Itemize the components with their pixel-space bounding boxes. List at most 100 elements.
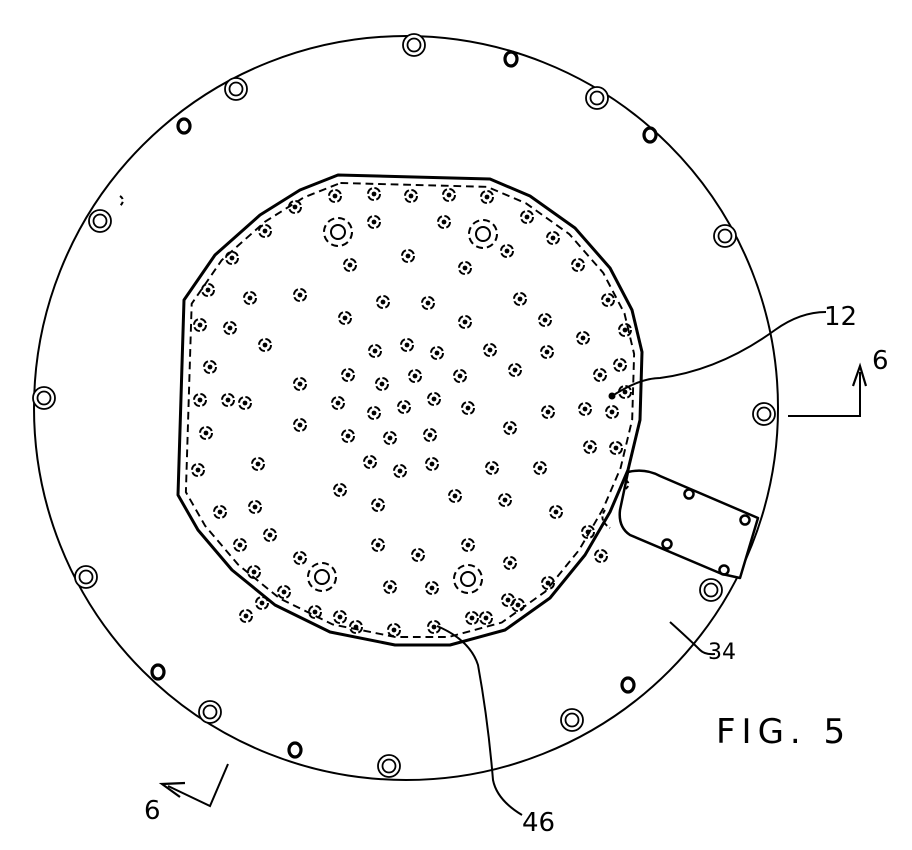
hole-dashed-ring [201, 283, 215, 297]
hole-center-dot [462, 319, 468, 325]
hole-dashed-ring [427, 392, 441, 406]
hole-dashed-ring [437, 215, 451, 229]
hole-dashed-ring [618, 323, 632, 337]
hole-dashed-ring [255, 596, 269, 610]
perforation-hole [199, 426, 213, 440]
hole-center-dot [465, 405, 471, 411]
bolt-inner-ring [564, 712, 580, 728]
bolt-outer-ring [377, 754, 401, 778]
hole-center-dot [297, 422, 303, 428]
hole-dashed-ring [258, 338, 272, 352]
hole-dashed-ring [371, 498, 385, 512]
hole-center-dot [412, 373, 418, 379]
hidden-bolt-outline [623, 479, 630, 491]
hole-dashed-ring [425, 581, 439, 595]
perforation-hole [258, 224, 272, 238]
hole-center-dot [537, 465, 543, 471]
hole-center-dot [292, 204, 298, 210]
hole-dashed-ring [503, 421, 517, 435]
bolt-inner-ring [78, 569, 94, 585]
leader-line-34 [669, 621, 716, 656]
perforation-hole [191, 463, 205, 477]
perforation-hole [498, 493, 512, 507]
hole-dashed-ring [425, 457, 439, 471]
section-arrow-left-line [167, 763, 229, 808]
perforation-hole [408, 369, 422, 383]
perforation-hole [383, 580, 397, 594]
perforation-hole [425, 457, 439, 471]
perforation-hole [201, 283, 215, 297]
flange-bolt-double [713, 224, 737, 248]
hole-dashed-ring [213, 505, 227, 519]
bolt-outer-ring [585, 86, 609, 110]
outer-flange-circle [33, 35, 779, 781]
perforation-hole [247, 565, 261, 579]
flange-bolt-double [585, 86, 609, 110]
hole-center-dot [380, 299, 386, 305]
side-plate-bolt [718, 564, 730, 576]
hole-dashed-ring [511, 598, 525, 612]
hole-dashed-ring [367, 187, 381, 201]
hole-dashed-ring [453, 369, 467, 383]
hole-center-dot [345, 372, 351, 378]
flange-bolt-single [150, 663, 166, 681]
hole-center-dot [550, 235, 556, 241]
perforation-hole [238, 396, 252, 410]
hole-dashed-ring [583, 440, 597, 454]
flange-bolt-single [503, 50, 519, 68]
hole-dashed-ring [397, 400, 411, 414]
perforation-hole [453, 369, 467, 383]
hole-dashed-ring [225, 251, 239, 265]
perforation-hole [368, 344, 382, 358]
hole-dashed-ring [448, 489, 462, 503]
hole-dashed-ring [293, 418, 307, 432]
perforation-hole [578, 402, 592, 416]
flange-bolt-double [32, 386, 56, 410]
hole-center-dot [446, 192, 452, 198]
hole-center-dot [262, 228, 268, 234]
hole-center-dot [452, 493, 458, 499]
hole-dashed-ring [331, 396, 345, 410]
bolt-outer-ring [198, 700, 222, 724]
perforation-hole [594, 549, 608, 563]
hole-dashed-ring [371, 538, 385, 552]
hole-center-dot [391, 627, 397, 633]
hole-dashed-ring [541, 405, 555, 419]
perforation-hole [442, 188, 456, 202]
perforation-hole [333, 483, 347, 497]
hole-dashed-ring [363, 455, 377, 469]
perforation-hole [411, 548, 425, 562]
hole-center-dot [585, 529, 591, 535]
reference-numeral-46: 46 [522, 808, 556, 838]
hole-center-dot [465, 542, 471, 548]
large-hole-inner [460, 571, 476, 587]
hole-center-dot [425, 300, 431, 306]
hole-dashed-ring [341, 368, 355, 382]
leader-line-46 [436, 625, 523, 816]
hole-dashed-ring [461, 401, 475, 415]
hole-dashed-ring [576, 331, 590, 345]
hole-center-dot [297, 381, 303, 387]
perforation-hole [367, 187, 381, 201]
hole-dashed-ring [203, 360, 217, 374]
perforation-hole [605, 405, 619, 419]
hole-dashed-ring [546, 231, 560, 245]
perforation-hole [593, 368, 607, 382]
hole-center-dot [507, 560, 513, 566]
hole-dashed-ring [349, 620, 363, 634]
perforation-hole [277, 585, 291, 599]
hole-center-dot [337, 487, 343, 493]
hole-dashed-ring [233, 538, 247, 552]
perforation-hole [203, 360, 217, 374]
perforation-hole [461, 538, 475, 552]
perforation-hole [397, 400, 411, 414]
section-arrow-right-line [788, 372, 861, 417]
perforation-hole [601, 293, 615, 307]
perforation-hole [425, 581, 439, 595]
section-label-6-left: 6 [144, 796, 161, 826]
hole-center-dot [457, 373, 463, 379]
flange-bolt-double [224, 77, 248, 101]
hole-center-dot [613, 445, 619, 451]
perforation-hole [349, 620, 363, 634]
perforation-hole [263, 528, 277, 542]
